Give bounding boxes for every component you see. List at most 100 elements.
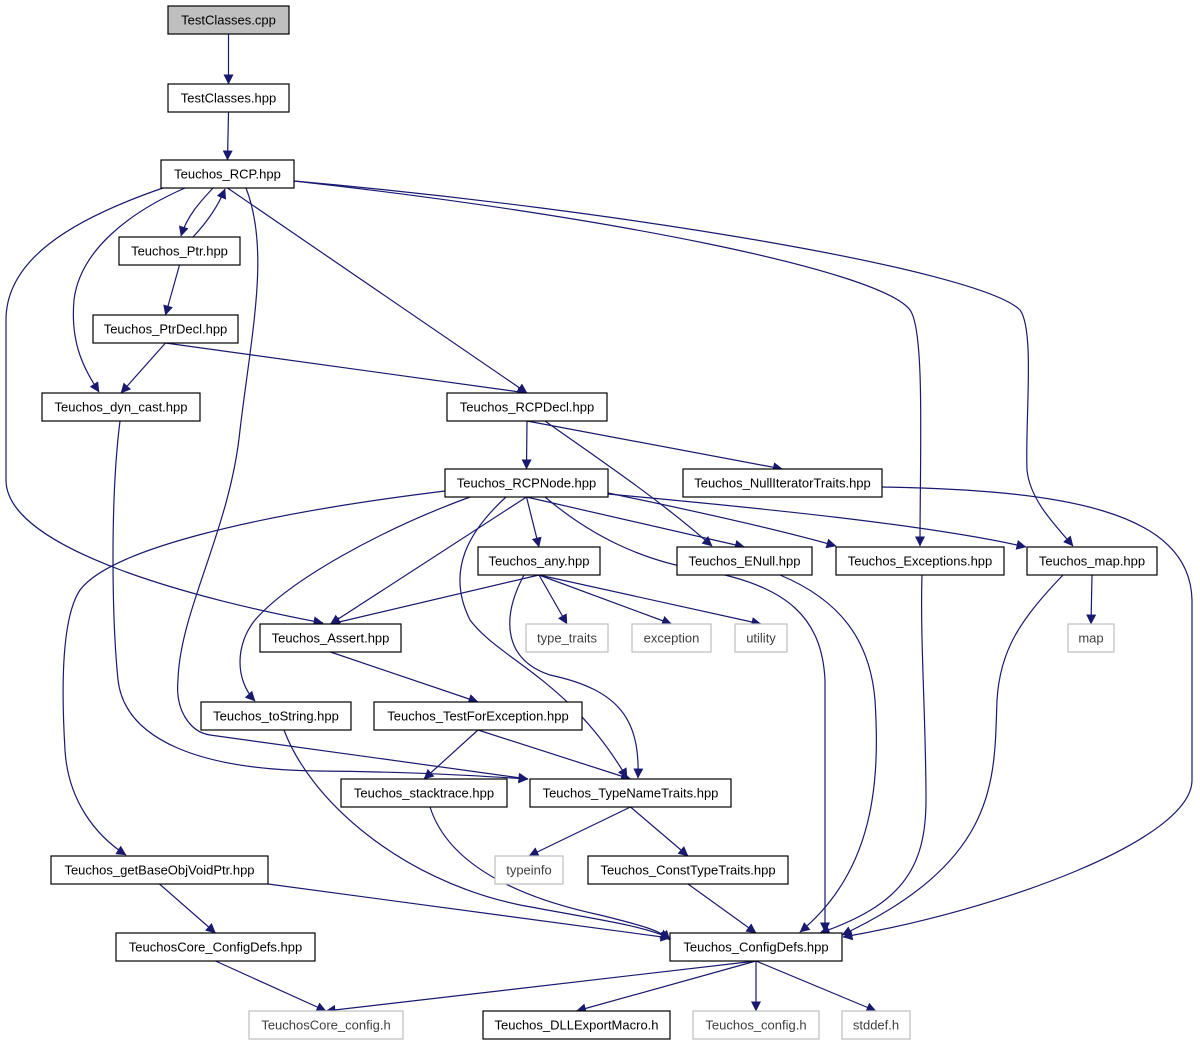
edge-ptr-to-rcp <box>192 188 227 238</box>
node-label: utility <box>746 631 776 646</box>
node-stddef[interactable]: stddef.h <box>841 1010 911 1040</box>
node-label: Teuchos_any.hpp <box>489 554 590 569</box>
node-box <box>118 236 241 266</box>
node-label: Teuchos_PtrDecl.hpp <box>104 322 228 337</box>
node-dyncast[interactable]: Teuchos_dyn_cast.hpp <box>41 392 201 422</box>
edge-rcp-to-dyncast <box>72 187 186 393</box>
edge-rcpdecl-to-nulliter <box>526 420 783 473</box>
node-assert[interactable]: Teuchos_Assert.hpp <box>259 623 402 653</box>
edge-stacktrace-to-configdefs <box>429 806 671 941</box>
node-consttypetraits[interactable]: Teuchos_ConstTypeTraits.hpp <box>587 855 789 885</box>
node-label: Teuchos_getBaseObjVoidPtr.hpp <box>64 863 254 878</box>
edge-typenametraits-to-consttypetraits <box>630 806 689 857</box>
node-box <box>41 392 201 422</box>
node-box <box>482 1010 671 1040</box>
node-dllexport[interactable]: Teuchos_DLLExportMacro.h <box>482 1010 671 1040</box>
node-enull[interactable]: Teuchos_ENull.hpp <box>676 546 813 576</box>
node-box <box>529 778 732 808</box>
edge-tostring-to-configdefs <box>283 729 671 939</box>
edge-assert-to-testforexc <box>330 651 479 704</box>
node-label: Teuchos_DLLExportMacro.h <box>494 1018 658 1033</box>
node-box <box>50 855 269 885</box>
node-label: Teuchos_ConstTypeTraits.hpp <box>600 863 775 878</box>
node-map[interactable]: map <box>1067 623 1115 653</box>
edge-exceptions-to-configdefs <box>819 574 927 935</box>
edge-rcpnode-to-assert <box>330 496 527 625</box>
node-label: TeuchosCore_ConfigDefs.hpp <box>129 940 302 955</box>
edges-layer <box>5 34 1193 1015</box>
node-label: Teuchos_TestForException.hpp <box>387 709 568 724</box>
node-configdefs[interactable]: Teuchos_ConfigDefs.hpp <box>669 932 843 962</box>
node-label: Teuchos_RCP.hpp <box>174 167 281 182</box>
node-label: Teuchos_RCPDecl.hpp <box>460 400 594 415</box>
node-ptrdecl[interactable]: Teuchos_PtrDecl.hpp <box>92 314 239 344</box>
edge-ptrdecl-to-rcpdecl <box>165 342 528 397</box>
node-label: Teuchos_config.h <box>705 1018 806 1033</box>
edge-any-to-exception <box>538 574 672 626</box>
node-box <box>1067 623 1115 653</box>
edge-enull-to-configdefs <box>779 574 877 933</box>
node-label: Teuchos_Assert.hpp <box>272 631 390 646</box>
edge-testclasses_hpp-to-rcp <box>222 111 233 161</box>
node-utility[interactable]: utility <box>734 623 788 653</box>
node-box <box>92 314 239 344</box>
node-rcp[interactable]: Teuchos_RCP.hpp <box>160 159 295 189</box>
node-exception[interactable]: exception <box>631 623 712 653</box>
node-typeinfo[interactable]: typeinfo <box>494 855 564 885</box>
edge-coreconfigdefs-to-coreconfig_h <box>215 960 327 1012</box>
node-coreconfig-h[interactable]: TeuchosCore_config.h <box>248 1010 404 1040</box>
node-type-traits[interactable]: type_traits <box>525 623 609 653</box>
node-testforexc[interactable]: Teuchos_TestForException.hpp <box>373 701 583 731</box>
node-box <box>167 5 290 35</box>
node-testclasses-cpp[interactable]: TestClasses.cpp <box>167 5 290 35</box>
node-box <box>841 1010 911 1040</box>
node-nulliter[interactable]: Teuchos_NullIteratorTraits.hpp <box>682 468 883 498</box>
node-any[interactable]: Teuchos_any.hpp <box>477 546 601 576</box>
edge-configdefs-to-coreconfig_h <box>325 960 757 1015</box>
node-box <box>167 83 290 113</box>
node-config-h[interactable]: Teuchos_config.h <box>692 1010 820 1040</box>
node-box <box>477 546 601 576</box>
edge-ptrdecl-to-dyncast <box>120 342 166 394</box>
edge-any-to-assert <box>330 574 540 627</box>
nodes-layer: TestClasses.cppTestClasses.hppTeuchos_RC… <box>41 5 1158 1040</box>
edge-any-to-typenametraits <box>509 574 644 779</box>
node-box <box>373 701 583 731</box>
edge-rcp-to-typenametraits <box>177 187 529 783</box>
edge-getbaseobj-to-configdefs <box>267 883 671 942</box>
node-label: Teuchos_stacktrace.hpp <box>354 786 494 801</box>
edge-any-to-type_traits <box>538 574 568 625</box>
edge-rcp-to-rcpdecl <box>227 187 528 394</box>
node-box <box>200 701 352 731</box>
edge-rcp-to-assert <box>5 187 324 627</box>
node-box <box>835 546 1005 576</box>
node-testclasses-hpp[interactable]: TestClasses.hpp <box>167 83 290 113</box>
node-label: type_traits <box>537 631 597 646</box>
node-rcpdecl[interactable]: Teuchos_RCPDecl.hpp <box>446 392 608 422</box>
node-ptr[interactable]: Teuchos_Ptr.hpp <box>118 236 241 266</box>
node-label: TeuchosCore_config.h <box>261 1018 390 1033</box>
edge-rcpnode-to-getbaseobj <box>62 490 446 856</box>
node-stacktrace[interactable]: Teuchos_stacktrace.hpp <box>340 778 508 808</box>
node-exceptions[interactable]: Teuchos_Exceptions.hpp <box>835 546 1005 576</box>
node-rcpnode[interactable]: Teuchos_RCPNode.hpp <box>444 468 609 498</box>
node-label: Teuchos_Exceptions.hpp <box>848 554 993 569</box>
node-box <box>692 1010 820 1040</box>
node-label: Teuchos_ConfigDefs.hpp <box>683 940 828 955</box>
node-label: Teuchos_toString.hpp <box>213 709 339 724</box>
node-coreconfigdefs[interactable]: TeuchosCore_ConfigDefs.hpp <box>115 932 316 962</box>
node-box <box>248 1010 404 1040</box>
node-box <box>734 623 788 653</box>
node-box <box>525 623 609 653</box>
edge-rcpnode-to-map_hpp <box>607 493 1027 550</box>
node-map-hpp[interactable]: Teuchos_map.hpp <box>1026 546 1158 576</box>
edge-ptr-to-ptrdecl <box>163 264 181 316</box>
node-box <box>631 623 712 653</box>
node-typenametraits[interactable]: Teuchos_TypeNameTraits.hpp <box>529 778 732 808</box>
node-label: Teuchos_ENull.hpp <box>688 554 800 569</box>
node-getbaseobj[interactable]: Teuchos_getBaseObjVoidPtr.hpp <box>50 855 269 885</box>
node-box <box>340 778 508 808</box>
edge-rcpnode-to-enull <box>526 496 745 550</box>
node-tostring[interactable]: Teuchos_toString.hpp <box>200 701 352 731</box>
edge-rcpnode-to-tostring <box>239 496 471 702</box>
